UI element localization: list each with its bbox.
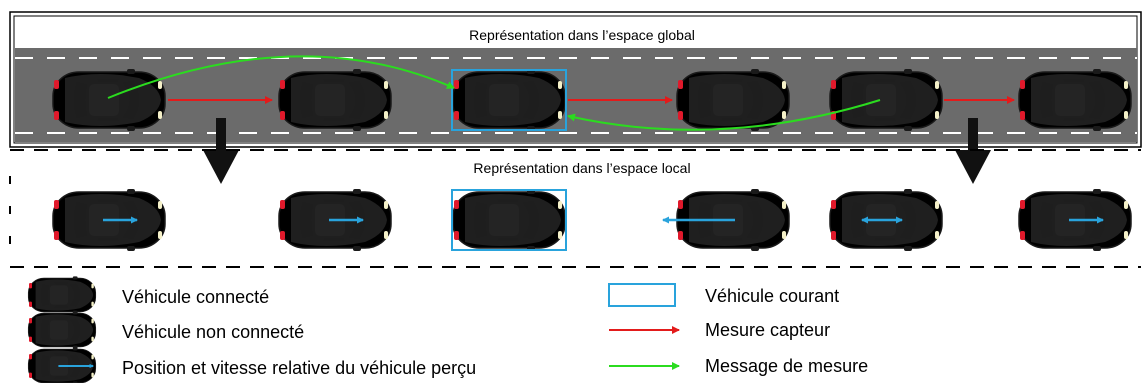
down-arrow-left: [203, 118, 239, 184]
message-arrow: [107, 55, 455, 99]
legend-perceived-icon: [27, 346, 97, 383]
local-title: Représentation dans l’espace local: [473, 160, 690, 176]
legend-sensor-label: Mesure capteur: [705, 320, 830, 340]
perceived-car: [52, 188, 166, 252]
legend-current-icon: [608, 283, 676, 307]
not-connected-car: [676, 68, 790, 132]
legend-not-connected-icon: [27, 310, 97, 350]
message-arrow: [567, 99, 881, 131]
not-connected-car: [1018, 68, 1132, 132]
legend-perceived-label: Position et vitesse relative du véhicule…: [122, 358, 476, 378]
global-road: [9, 11, 1142, 148]
global-cars: [52, 68, 1132, 132]
connected-car: [829, 68, 943, 132]
current-vehicle-frame: [451, 69, 567, 131]
legend-not-connected-label: Véhicule non connecté: [122, 322, 304, 342]
perceived-car: [662, 188, 790, 252]
current-vehicle-frame: [451, 189, 567, 251]
connected-car: [52, 68, 166, 132]
legend: Véhicule connecté Véhicule non connecté …: [27, 275, 868, 383]
local-space-frame: [9, 149, 1141, 268]
legend-connected-icon: [27, 275, 97, 315]
connected-car: [452, 188, 566, 252]
down-arrow-right: [955, 118, 991, 184]
legend-message-label: Message de mesure: [705, 356, 868, 376]
connected-car: [452, 68, 566, 132]
local-cars: [52, 188, 1132, 252]
legend-current-label: Véhicule courant: [705, 286, 839, 306]
legend-connected-label: Véhicule connecté: [122, 287, 269, 307]
perceived-car: [1018, 188, 1132, 252]
global-title: Représentation dans l’espace global: [469, 27, 695, 43]
perceived-car: [829, 188, 943, 252]
perceived-car: [278, 188, 392, 252]
not-connected-car: [278, 68, 392, 132]
message-arrows: [107, 55, 881, 131]
